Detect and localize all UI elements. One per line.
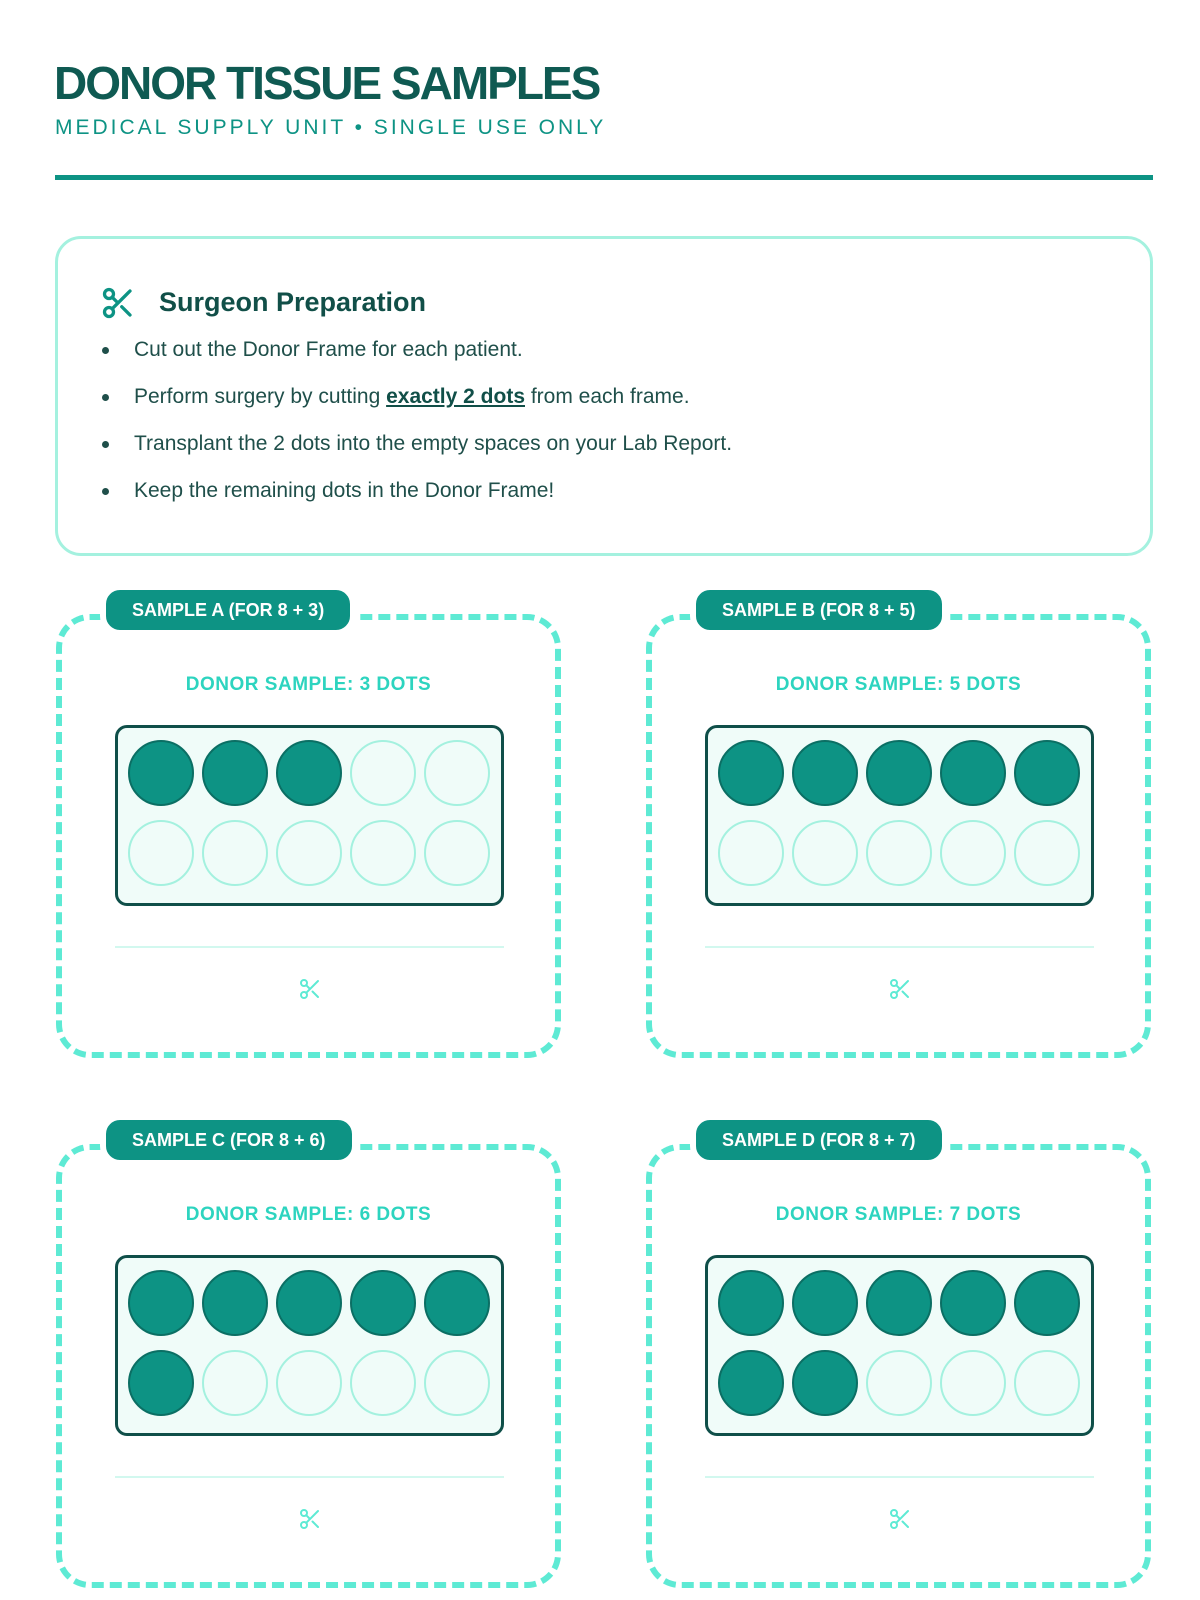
sample-label: SAMPLE D (FOR 8 + 7) (690, 1114, 948, 1166)
filled-dot (940, 740, 1006, 806)
filled-dot (866, 740, 932, 806)
instruction-item: Cut out the Donor Frame for each patient… (102, 335, 732, 382)
instructions-list: Cut out the Donor Frame for each patient… (102, 335, 732, 523)
scissors-icon (300, 1509, 319, 1529)
ten-frame (705, 725, 1094, 906)
empty-dot (202, 1350, 268, 1416)
empty-dot (276, 820, 342, 886)
empty-dot (424, 740, 490, 806)
empty-dot (350, 1350, 416, 1416)
instruction-text: from each frame. (525, 385, 690, 408)
filled-dot (202, 740, 268, 806)
donor-count-label: DONOR SAMPLE: 7 DOTS (775, 1204, 1022, 1225)
donor-frame-card: SAMPLE A (FOR 8 + 3) DONOR SAMPLE: 3 DOT… (56, 584, 561, 1058)
empty-dot (792, 820, 858, 886)
ten-frame (115, 1255, 504, 1436)
sample-label: SAMPLE A (FOR 8 + 3) (100, 584, 357, 636)
instruction-item: Keep the remaining dots in the Donor Fra… (102, 476, 732, 523)
filled-dot (202, 1270, 268, 1336)
donor-count-label: DONOR SAMPLE: 3 DOTS (185, 674, 432, 695)
cut-line (115, 1476, 504, 1478)
empty-dot (1014, 820, 1080, 886)
empty-dot (350, 820, 416, 886)
empty-dot (1014, 1350, 1080, 1416)
header-divider (55, 175, 1153, 180)
filled-dot (792, 1350, 858, 1416)
empty-dot (350, 740, 416, 806)
empty-dot (718, 820, 784, 886)
filled-dot (424, 1270, 490, 1336)
filled-dot (128, 740, 194, 806)
empty-dot (202, 820, 268, 886)
donor-frame-card: SAMPLE B (FOR 8 + 5) DONOR SAMPLE: 5 DOT… (646, 584, 1151, 1058)
donor-frame-card: SAMPLE D (FOR 8 + 7) DONOR SAMPLE: 7 DOT… (646, 1114, 1151, 1588)
scissors-icon (102, 287, 132, 319)
empty-dot (128, 820, 194, 886)
sample-label: SAMPLE C (FOR 8 + 6) (100, 1114, 358, 1166)
cut-line (705, 1476, 1094, 1478)
filled-dot (866, 1270, 932, 1336)
empty-dot (940, 820, 1006, 886)
filled-dot (276, 1270, 342, 1336)
filled-dot (792, 740, 858, 806)
instructions-panel: Surgeon Preparation Cut out the Donor Fr… (55, 236, 1153, 556)
instruction-item: Transplant the 2 dots into the empty spa… (102, 429, 732, 476)
empty-dot (424, 1350, 490, 1416)
filled-dot (1014, 740, 1080, 806)
cut-line (705, 946, 1094, 948)
filled-dot (128, 1270, 194, 1336)
ten-frame (115, 725, 504, 906)
filled-dot (350, 1270, 416, 1336)
empty-dot (424, 820, 490, 886)
scissors-icon (890, 1509, 909, 1529)
page-title: DONOR TISSUE SAMPLES (54, 57, 601, 109)
filled-dot (792, 1270, 858, 1336)
donor-count-label: DONOR SAMPLE: 6 DOTS (185, 1204, 432, 1225)
empty-dot (866, 820, 932, 886)
filled-dot (940, 1270, 1006, 1336)
filled-dot (718, 740, 784, 806)
empty-dot (940, 1350, 1006, 1416)
instruction-emphasis: exactly 2 dots (386, 385, 525, 408)
instructions-heading: Surgeon Preparation (159, 287, 427, 317)
cut-line (115, 946, 504, 948)
instruction-item: Perform surgery by cutting exactly 2 dot… (102, 382, 732, 429)
page-subtitle: MEDICAL SUPPLY UNIT • SINGLE USE ONLY (55, 116, 607, 139)
filled-dot (718, 1350, 784, 1416)
filled-dot (128, 1350, 194, 1416)
sample-label: SAMPLE B (FOR 8 + 5) (690, 584, 948, 636)
scissors-icon (890, 979, 909, 999)
ten-frame (705, 1255, 1094, 1436)
filled-dot (718, 1270, 784, 1336)
donor-count-label: DONOR SAMPLE: 5 DOTS (775, 674, 1022, 695)
filled-dot (276, 740, 342, 806)
scissors-icon (300, 979, 319, 999)
empty-dot (866, 1350, 932, 1416)
empty-dot (276, 1350, 342, 1416)
donor-frame-card: SAMPLE C (FOR 8 + 6) DONOR SAMPLE: 6 DOT… (56, 1114, 561, 1588)
filled-dot (1014, 1270, 1080, 1336)
instruction-text: Perform surgery by cutting (134, 385, 387, 408)
